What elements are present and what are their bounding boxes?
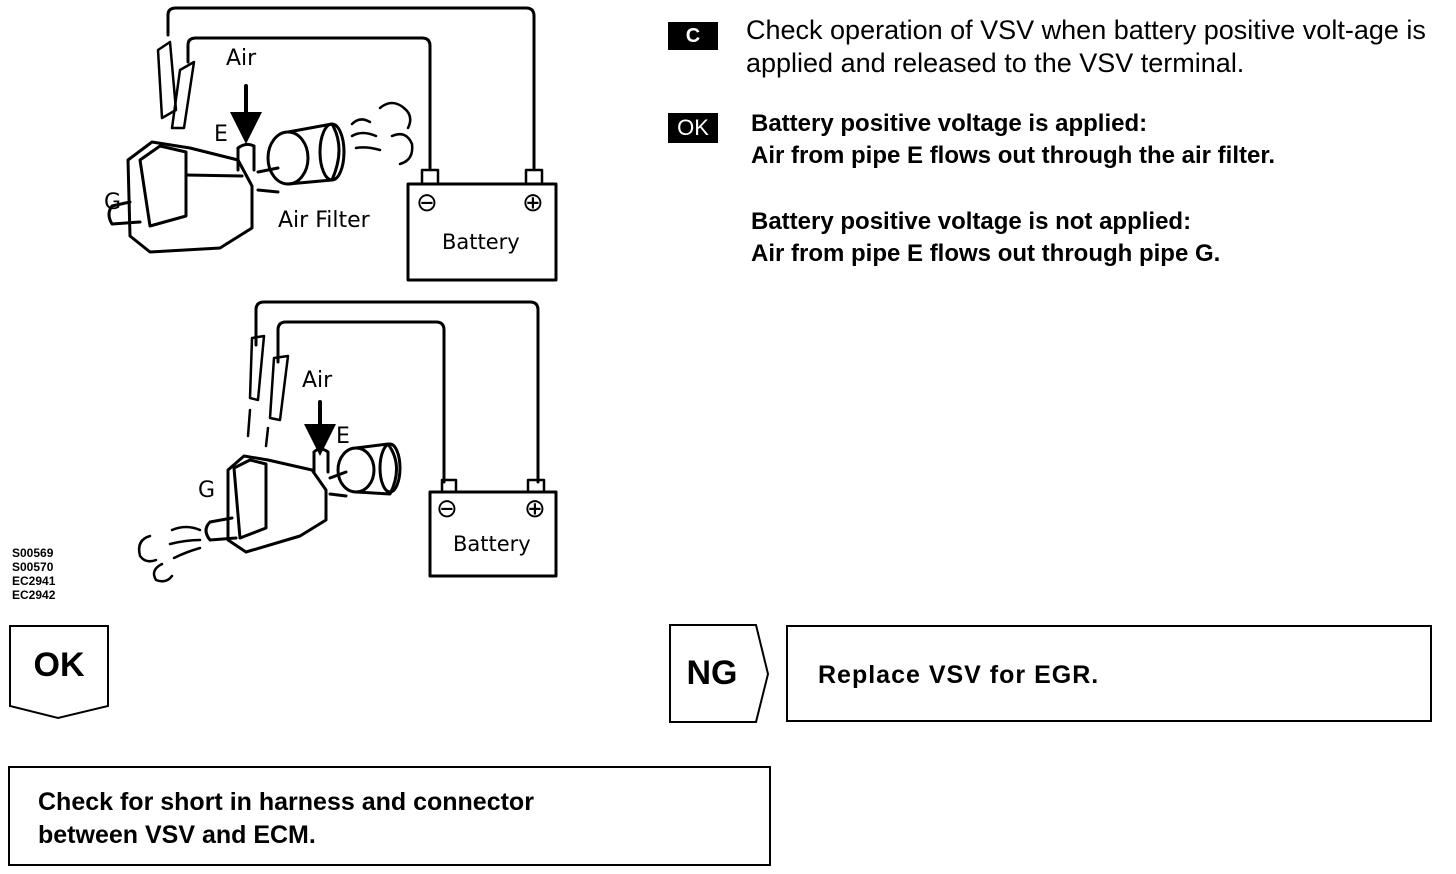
battery-positive-icon: ⊕ — [524, 494, 546, 524]
next-step-line: between VSV and ECM. — [38, 821, 316, 849]
battery-label: Battery — [453, 532, 531, 556]
step-instruction: Check operation of VSV when battery posi… — [746, 15, 1426, 78]
vsv-test-diagrams — [107, 6, 558, 583]
battery-negative-icon: ⊖ — [416, 188, 438, 218]
ok-flow-label: OK — [33, 646, 85, 684]
figure-code: S00569 — [12, 546, 54, 560]
ng-flow-label: NG — [686, 654, 738, 692]
next-step-text: Check for short in harness and connector… — [38, 786, 534, 852]
pipe-e-label: E — [336, 424, 350, 449]
ng-action-text: Replace VSV for EGR. — [818, 661, 1100, 689]
pipe-e-label: E — [214, 122, 228, 147]
air-filter-label: Air Filter — [278, 208, 370, 233]
next-step-line: Check for short in harness and connector — [38, 788, 534, 816]
not-applied-heading: Battery positive voltage is not applied: — [751, 208, 1192, 235]
air-inlet-label: Air — [302, 368, 333, 393]
step-badge: C — [668, 22, 718, 50]
figure-codes: S00569 S00570 EC2941 EC2942 — [12, 546, 55, 602]
battery-label: Battery — [442, 230, 520, 254]
applied-result: Air from pipe E flows out through the ai… — [751, 142, 1276, 169]
ok-arrow-shape — [9, 625, 109, 720]
figure-code: EC2942 — [12, 588, 56, 602]
figure-code: S00570 — [12, 560, 54, 574]
applied-heading: Battery positive voltage is applied: — [751, 110, 1148, 137]
ng-action-box: Replace VSV for EGR. — [786, 625, 1432, 722]
ok-badge: OK — [668, 113, 718, 143]
pipe-g-label: G — [104, 190, 122, 215]
ng-arrow-shape — [669, 624, 770, 723]
air-inlet-label: Air — [226, 46, 257, 71]
pipe-g-label: G — [198, 478, 216, 503]
next-step-box: Check for short in harness and connector… — [8, 766, 771, 866]
battery-negative-icon: ⊖ — [436, 494, 458, 524]
not-applied-result: Air from pipe E flows out through pipe G… — [751, 240, 1221, 267]
battery-positive-icon: ⊕ — [522, 188, 544, 218]
figure-code: EC2941 — [12, 574, 56, 588]
